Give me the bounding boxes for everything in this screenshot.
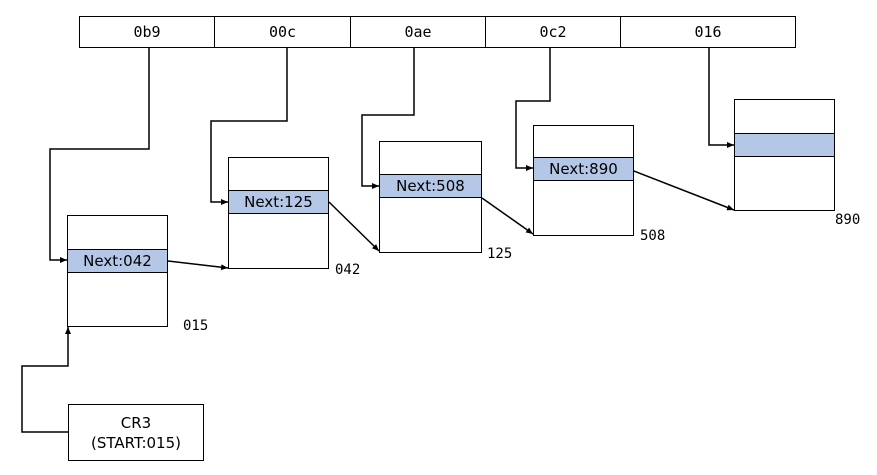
page-address-label: 508 <box>640 228 666 244</box>
cr3-register-box: CR3 (START:015) <box>68 404 204 461</box>
table-entry-2: 0ae <box>350 16 485 48</box>
page-address-label: 125 <box>487 246 513 262</box>
link-00c-to-042 <box>210 48 288 205</box>
table-entry-0: 0b9 <box>79 16 214 48</box>
next-arrow-508-890 <box>633 170 735 211</box>
page-directory-table: 0b9 00c 0ae 0c2 016 <box>79 16 796 48</box>
next-pointer-entry: Next:042 <box>68 249 167 273</box>
page-block-508: Next:890 <box>533 125 634 236</box>
link-016-to-890 <box>708 48 734 148</box>
next-arrow-042-125 <box>328 201 380 252</box>
table-entry-1: 00c <box>214 16 350 48</box>
table-entry-4: 016 <box>620 16 796 48</box>
table-entry-3: 0c2 <box>485 16 620 48</box>
next-pointer-entry: Next:890 <box>534 157 633 181</box>
next-arrow-125-508 <box>481 197 534 235</box>
next-arrow-015-042 <box>167 260 229 271</box>
next-pointer-entry: Next:508 <box>380 174 481 198</box>
page-address-label: 015 <box>183 318 209 334</box>
register-name: CR3 <box>120 413 152 432</box>
page-address-label: 890 <box>835 212 861 228</box>
link-0c2-to-508 <box>515 48 551 171</box>
page-block-042: Next:125 <box>228 157 329 269</box>
cr3-start-arrow <box>21 327 71 433</box>
next-pointer-entry: Next:125 <box>229 190 328 214</box>
page-block-125: Next:508 <box>379 141 482 253</box>
link-0ae-to-125 <box>361 48 415 189</box>
register-value: (START:015) <box>90 433 181 452</box>
link-0b9-to-015 <box>49 48 150 263</box>
page-block-015: Next:042 <box>67 215 168 327</box>
page-address-label: 042 <box>335 262 361 278</box>
empty-entry <box>735 133 834 157</box>
page-block-890 <box>734 99 835 211</box>
